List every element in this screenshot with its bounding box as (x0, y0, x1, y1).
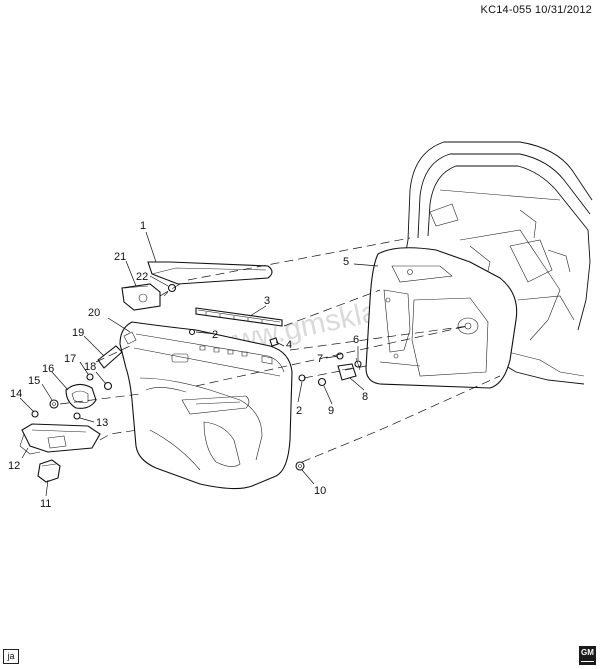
part-15-screw (49, 399, 59, 409)
leader-lines (19, 231, 379, 497)
part-20-door-trim-panel (119, 321, 293, 490)
part-1-upper-trim (147, 261, 273, 285)
callout-13: 13 (96, 417, 108, 429)
callout-9: 9 (328, 405, 334, 417)
callout-10: 10 (314, 485, 326, 497)
part-22-screw (163, 283, 177, 297)
callout-3: 3 (264, 295, 270, 307)
part-19-escutcheon (97, 345, 123, 369)
part-11-window-switch (37, 459, 61, 483)
part-4-clip (269, 337, 279, 347)
part-14-clip (31, 410, 39, 418)
part-2-upper-fastener (188, 328, 196, 336)
part-3-belt-seal (195, 307, 283, 327)
callout-16: 16 (42, 363, 54, 375)
callout-19: 19 (72, 327, 84, 339)
part-16-inside-handle (65, 383, 97, 409)
part-21-switch (121, 283, 161, 311)
callout-20: 20 (88, 307, 100, 319)
gm-logo: GM (579, 646, 596, 665)
part-13-screw (73, 412, 81, 420)
callout-2-upper: 2 (212, 329, 218, 341)
part-5-water-deflector (365, 247, 518, 389)
part-10-fastener (295, 461, 305, 471)
gm-logo-text: GM (581, 648, 594, 657)
part-6-bolt (354, 357, 362, 371)
callout-15: 15 (28, 375, 40, 387)
callout-22: 22 (136, 271, 148, 283)
callout-21: 21 (114, 251, 126, 263)
callout-4: 4 (286, 339, 292, 351)
callouts: 1 2 2 3 4 5 6 7 8 9 10 11 12 13 14 15 16… (8, 220, 368, 510)
part-18-clip (103, 381, 113, 391)
gm-logo-underline (581, 661, 594, 662)
callout-5: 5 (343, 256, 349, 268)
callout-7: 7 (317, 353, 323, 365)
door-frame-outline (403, 141, 593, 385)
part-8-bracket (337, 363, 357, 381)
callout-2-lower: 2 (296, 405, 302, 417)
callout-12: 12 (8, 460, 20, 472)
part-17-screw (86, 373, 94, 381)
callout-17: 17 (64, 353, 76, 365)
part-9-nut (317, 377, 327, 387)
callout-8: 8 (362, 391, 368, 403)
callout-14: 14 (10, 388, 22, 400)
callout-11: 11 (40, 498, 51, 510)
diagram-code: KC14-055 10/31/2012 (480, 4, 592, 16)
callout-18: 18 (84, 361, 96, 373)
footer-code-box: ja (3, 649, 19, 664)
part-12-armrest-bezel (19, 423, 101, 455)
callout-6: 6 (353, 334, 359, 346)
assembly-lines (59, 237, 501, 463)
callout-1: 1 (140, 220, 146, 232)
